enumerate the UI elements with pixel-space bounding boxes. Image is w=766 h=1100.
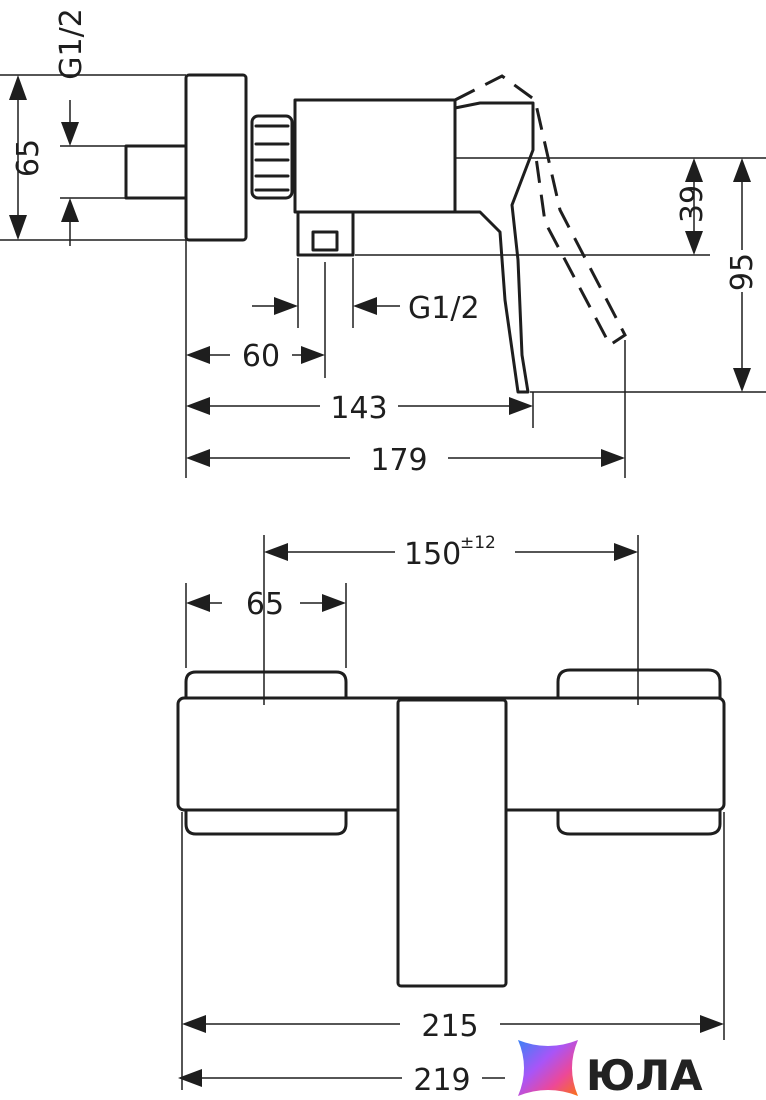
logo-text: ЮЛА [586, 1051, 703, 1100]
mixer-lever [453, 101, 535, 394]
dim-projection: 143 [330, 391, 387, 426]
dim-inlet-thread: G1/2 [54, 8, 89, 80]
dim-lever-rise: 39 [675, 185, 710, 223]
dim-wall-height: 65 [11, 139, 46, 177]
dim-total-depth: 179 [370, 443, 427, 478]
dim-outlet-thread: G1/2 [408, 291, 480, 326]
dim-center-distance: 150 [404, 537, 461, 572]
yula-logo: ЮЛА [518, 1040, 703, 1100]
right-flange [556, 668, 722, 700]
left-flange [184, 670, 348, 700]
logo-star-icon [518, 1040, 578, 1096]
dim-lever-height: 95 [725, 253, 760, 291]
wall-plate [184, 73, 248, 242]
front-view: 150 ±12 65 215 219 [176, 533, 726, 1098]
lever-front [396, 698, 508, 988]
dim-center-tolerance: ±12 [460, 533, 496, 553]
inlet-pipe [124, 144, 188, 200]
hex-connector [250, 114, 294, 200]
side-view: G1/2 65 39 95 G1/2 60 143 179 [0, 8, 766, 478]
lever-alternate-position [454, 74, 627, 348]
dim-outlet-offset: 60 [242, 339, 280, 374]
outlet-block [296, 210, 355, 257]
dim-body-width: 215 [421, 1009, 478, 1044]
dim-flange-width: 65 [246, 587, 284, 622]
dim-total-width: 219 [413, 1063, 470, 1098]
valve-body [293, 98, 457, 214]
